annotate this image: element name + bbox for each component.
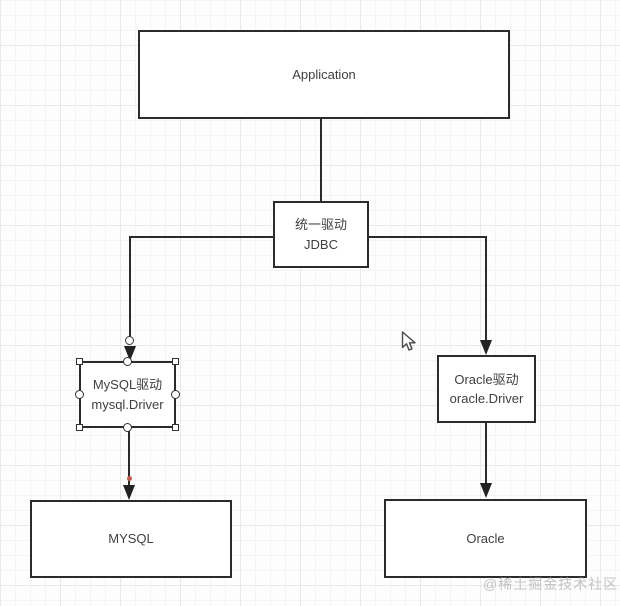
node-oracle-db[interactable]: Oracle <box>384 499 587 578</box>
node-oracle-driver-label-line2: oracle.Driver <box>449 391 524 406</box>
connection-point-dot <box>127 476 132 481</box>
resize-handle-middle-left[interactable] <box>75 389 84 399</box>
edge-oracledriver-oracledb[interactable] <box>485 423 487 484</box>
resize-handle-bottom-right[interactable] <box>172 424 179 431</box>
node-jdbc-label-line2: JDBC <box>304 236 338 252</box>
resize-handle-top-right[interactable] <box>172 358 179 365</box>
node-oracle-db-label: Oracle <box>466 530 505 546</box>
resize-handle-top-left[interactable] <box>76 358 83 365</box>
resize-handle-middle-right[interactable] <box>171 389 180 399</box>
mouse-cursor-icon <box>401 331 416 351</box>
node-application[interactable]: Application <box>138 30 510 119</box>
node-mysql-driver-label-line1: MySQL驱动 <box>92 377 163 392</box>
edge-jdbc-oracle-horizontal[interactable] <box>369 236 487 238</box>
node-mysql-db[interactable]: MYSQL <box>30 500 232 578</box>
node-oracle-driver-label-line1: Oracle驱动 <box>454 371 519 387</box>
node-jdbc[interactable]: 统一驱动 JDBC <box>273 201 369 268</box>
arrowhead-into-oracle-driver <box>480 340 492 355</box>
node-application-label: Application <box>292 66 356 82</box>
resize-handle-bottom-center[interactable] <box>122 423 132 432</box>
arrowhead-into-oracle-db <box>480 483 492 498</box>
node-mysql-driver-label-line2: mysql.Driver <box>91 396 164 412</box>
edge-application-jdbc[interactable] <box>320 119 322 201</box>
node-mysql-driver[interactable]: MySQL驱动 mysql.Driver <box>75 357 180 432</box>
arrowhead-into-mysql-db <box>123 485 135 500</box>
edge-endpoint-handle[interactable] <box>125 336 134 345</box>
site-watermark: @稀土掘金技术社区 <box>483 576 619 592</box>
edge-jdbc-oracle-vertical[interactable] <box>485 236 487 341</box>
edge-jdbc-mysql-horizontal[interactable] <box>129 236 273 238</box>
node-oracle-driver[interactable]: Oracle驱动 oracle.Driver <box>437 355 536 423</box>
node-mysql-db-label: MYSQL <box>108 531 154 547</box>
resize-handle-bottom-left[interactable] <box>76 424 83 431</box>
edge-jdbc-mysql-vertical[interactable] <box>129 236 131 340</box>
resize-handle-top-center[interactable] <box>122 357 132 366</box>
node-jdbc-label-line1: 统一驱动 <box>294 217 347 232</box>
edge-mysqldriver-mysqldb[interactable] <box>128 428 130 485</box>
